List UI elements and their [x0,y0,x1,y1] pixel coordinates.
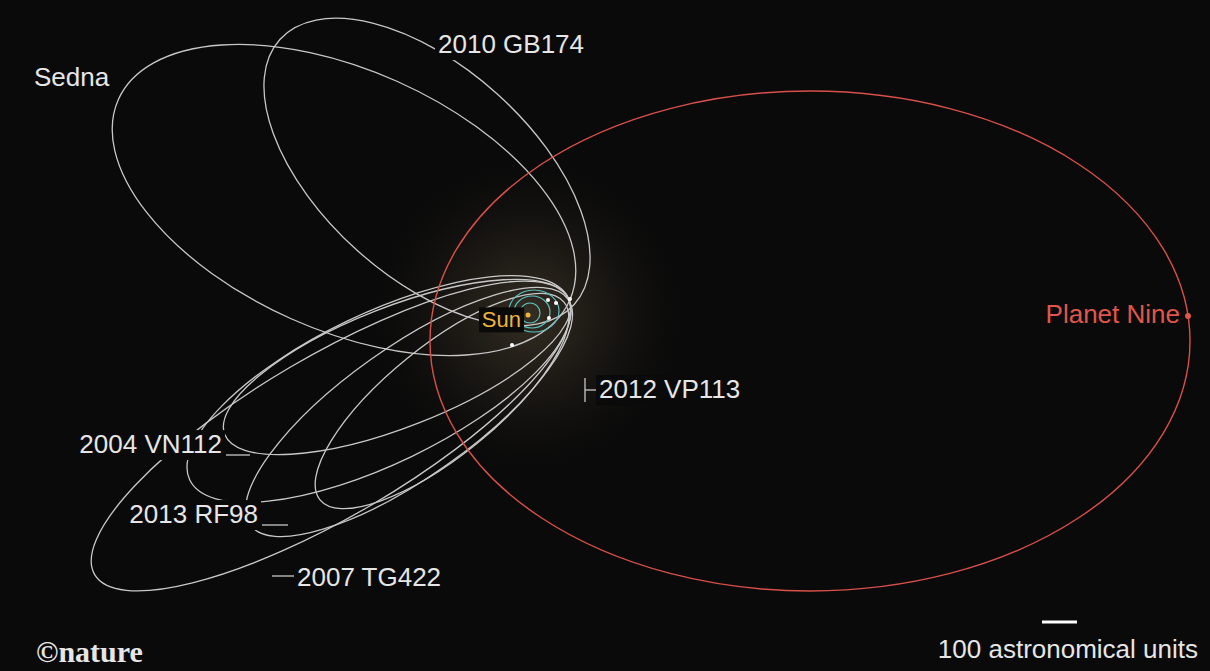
leader-line [262,524,288,525]
leader-line [226,454,250,455]
object-label: 2004 VN112 [76,430,225,460]
sun-label: Sun [479,307,524,332]
object-label: 2012 VP113 [596,375,743,405]
planet-nine-dot [1185,313,1191,319]
object-dot [547,316,551,320]
gb174-orbit [210,0,645,383]
object-dot [546,298,550,302]
tg422-orbit [54,228,608,643]
vp113-orbit [285,259,598,542]
object-label: Sedna [31,63,112,93]
object-dot [568,297,572,301]
leader-line [272,575,294,576]
sedna-orbit [65,0,622,419]
scale-label: 100 astronomical units [935,635,1201,665]
sun-dot [526,313,531,318]
object-label: 2007 TG422 [294,563,444,593]
planet-label: Planet Nine [1043,300,1183,330]
object-label: 2010 GB174 [435,30,587,60]
object-label: 2013 RF98 [126,500,261,530]
scale-bar [1042,621,1077,624]
object-dot [554,301,558,305]
object-dot [510,343,514,347]
planet-nine-orbit [430,91,1190,591]
publisher-mark: ©nature [33,635,146,670]
sun-glow [358,145,698,485]
